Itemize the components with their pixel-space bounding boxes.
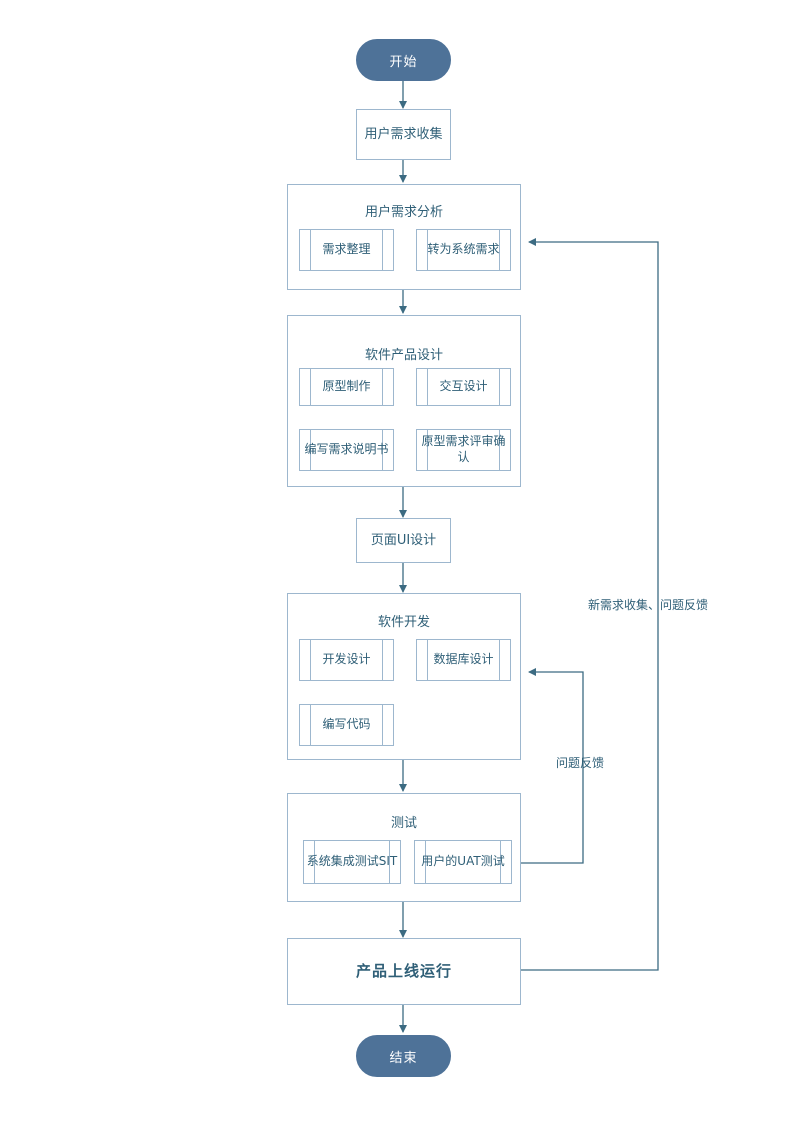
substep-user-acceptance-test[interactable]: 用户的UAT测试 — [414, 840, 512, 884]
substep-prototype-review-confirm[interactable]: 原型需求评审确认 — [416, 429, 511, 471]
step-label: 用户需求收集 — [364, 126, 443, 142]
step-label: 页面UI设计 — [370, 532, 437, 548]
start-node[interactable]: 开始 — [356, 39, 451, 81]
group-requirement-analysis[interactable]: 用户需求分析 需求整理 转为系统需求 — [287, 184, 521, 290]
substep-convert-to-system-requirement[interactable]: 转为系统需求 — [416, 229, 511, 271]
group-title-software-development: 软件开发 — [377, 615, 430, 630]
substep-database-design[interactable]: 数据库设计 — [416, 639, 511, 681]
edge-label-issue-feedback: 问题反馈 — [556, 756, 605, 770]
substep-system-integration-test[interactable]: 系统集成测试SIT — [303, 840, 401, 884]
group-testing[interactable]: 测试 系统集成测试SIT 用户的UAT测试 — [287, 793, 521, 902]
step-product-launch[interactable]: 产品上线运行 — [287, 938, 521, 1005]
group-title-product-design: 软件产品设计 — [364, 348, 443, 363]
end-node-label: 结束 — [389, 1050, 418, 1066]
group-title-testing: 测试 — [390, 816, 417, 831]
step-label: 产品上线运行 — [355, 962, 452, 981]
group-title-requirement-analysis: 用户需求分析 — [364, 205, 443, 220]
step-page-ui-design[interactable]: 页面UI设计 — [356, 518, 451, 563]
end-node[interactable]: 结束 — [356, 1035, 451, 1077]
substep-development-design[interactable]: 开发设计 — [299, 639, 394, 681]
substep-write-requirement-spec[interactable]: 编写需求说明书 — [299, 429, 394, 471]
substep-requirement-sorting[interactable]: 需求整理 — [299, 229, 394, 271]
substep-prototype[interactable]: 原型制作 — [299, 368, 394, 406]
substep-write-code[interactable]: 编写代码 — [299, 704, 394, 746]
start-node-label: 开始 — [389, 54, 418, 70]
group-product-design[interactable]: 软件产品设计 原型制作 交互设计 编写需求说明书 原型需求评审确认 — [287, 315, 521, 487]
group-software-development[interactable]: 软件开发 开发设计 数据库设计 编写代码 — [287, 593, 521, 760]
step-user-requirement-collection[interactable]: 用户需求收集 — [356, 109, 451, 160]
substep-interaction-design[interactable]: 交互设计 — [416, 368, 511, 406]
edge-label-new-requirement-feedback: 新需求收集、问题反馈 — [588, 598, 709, 612]
